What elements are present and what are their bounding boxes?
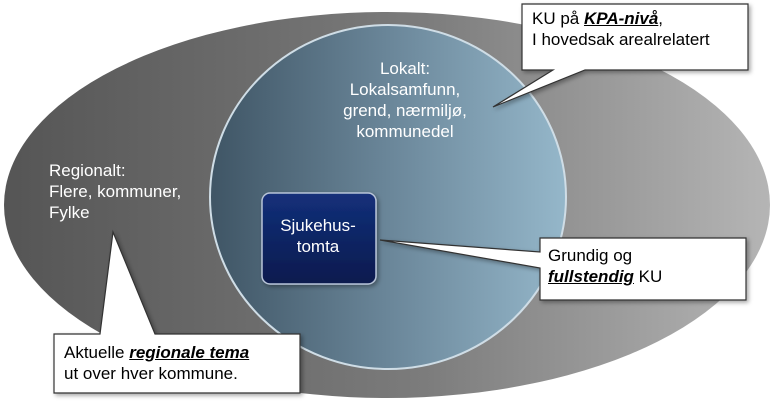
- callout-grundig-post: KU: [633, 267, 663, 286]
- center-line1: Sjukehus-: [280, 216, 356, 235]
- local-line3: grend, nærmiljø,: [343, 101, 467, 120]
- callout-grundig-line1: Grundig og: [548, 246, 633, 265]
- local-line4: kommunedel: [356, 122, 454, 141]
- callout-kpa: KU på KPA-nivå, I hovedsak arealrelatert: [532, 8, 752, 50]
- local-line2: Lokalsamfunn,: [349, 80, 461, 99]
- regional-label: Regionalt: Flere, kommuner, Fylke: [49, 160, 249, 223]
- regional-line3: Fylke: [49, 203, 90, 222]
- local-label: Lokalt: Lokalsamfunn, grend, nærmiljø, k…: [300, 58, 510, 142]
- callout-regionale: Aktuelle regionale tema ut over hver kom…: [64, 342, 304, 384]
- callout-kpa-post: ,: [658, 9, 664, 28]
- callout-grundig: Grundig og fullstendig KU: [548, 245, 748, 287]
- callout-regionale-line1: Aktuelle regionale tema: [64, 342, 304, 363]
- callout-regionale-emph: regionale tema: [129, 343, 250, 362]
- callout-regionale-shape: [53, 229, 301, 394]
- center-label: Sjukehus- tomta: [262, 215, 374, 257]
- callout-kpa-line2: I hovedsak arealrelatert: [532, 30, 710, 49]
- callout-grundig-line2: fullstendig KU: [548, 266, 748, 287]
- regional-title: Regionalt:: [49, 161, 126, 180]
- callout-regionale-line2: ut over hver kommune.: [64, 364, 238, 383]
- callout-kpa-pre: KU på: [532, 9, 584, 28]
- callout-kpa-emph: KPA-nivå: [583, 9, 659, 28]
- callout-regionale-pre: Aktuelle: [64, 343, 130, 362]
- center-line2: tomta: [296, 237, 340, 256]
- callout-grundig-shape: [379, 237, 747, 301]
- regional-line2: Flere, kommuner,: [49, 182, 182, 201]
- callout-kpa-line1: KU på KPA-nivå,: [532, 8, 752, 29]
- callout-grundig-emph: fullstendig: [548, 267, 634, 286]
- callout-kpa-shape: [492, 3, 749, 108]
- center-box: [261, 192, 377, 285]
- local-title: Lokalt:: [379, 59, 431, 78]
